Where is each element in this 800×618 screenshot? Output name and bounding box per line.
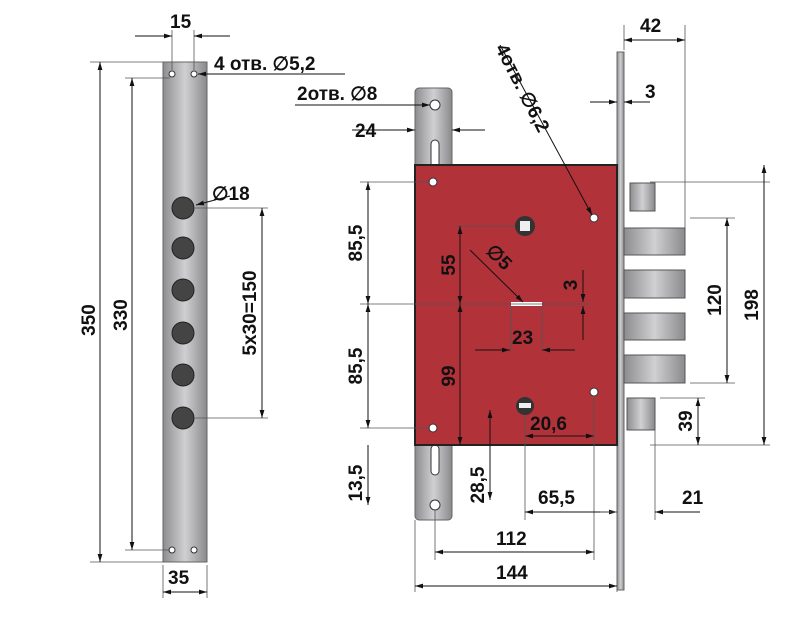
faceplate <box>616 51 625 591</box>
dim-backset: 65,5 <box>538 488 575 509</box>
dim-low-offset: 99 <box>439 365 460 386</box>
dim-plate-thickness: 3 <box>645 82 656 103</box>
dim-front-holes: 2отв. ∅8 <box>297 84 377 105</box>
dim-slot-height: 3 <box>561 280 582 291</box>
strike-strip <box>162 61 208 563</box>
lock-body <box>414 51 686 591</box>
dim-plate-height: 198 <box>742 289 763 321</box>
dim-bottom: 13,5 <box>346 464 367 501</box>
dim-depth: 42 <box>640 16 661 37</box>
dim-strip-width-bottom: 35 <box>168 568 190 589</box>
dim-cyl-offset: 55 <box>439 254 460 276</box>
dim-lower: 85,5 <box>346 347 367 384</box>
dim-hole-dist: 112 <box>496 529 527 550</box>
dim-mount-holes: 4отв. ∅6,2 <box>491 41 553 136</box>
dim-strip-width-top: 15 <box>170 12 192 33</box>
dim-cyl2: 28,5 <box>468 466 489 503</box>
dim-total-height: 350 <box>79 304 100 336</box>
dim-bolt-span: 120 <box>705 284 726 316</box>
dim-latch-height: 39 <box>676 410 697 431</box>
dim-slot-width: 23 <box>512 328 533 349</box>
bolt-holes <box>171 196 195 430</box>
dim-big-hole: ∅18 <box>212 184 250 205</box>
dim-inner: 20,6 <box>530 414 567 435</box>
dim-case-width: 144 <box>496 563 528 584</box>
bolts <box>623 182 686 431</box>
dim-front-width: 24 <box>355 121 377 142</box>
dim-holes-top: 4 отв. ∅5,2 <box>214 54 316 75</box>
dim-latch-out: 21 <box>682 488 704 509</box>
dim-upper: 85,5 <box>346 224 367 261</box>
dim-pitch: 5x30=150 <box>240 270 261 355</box>
dim-hole-span: 330 <box>111 299 132 331</box>
